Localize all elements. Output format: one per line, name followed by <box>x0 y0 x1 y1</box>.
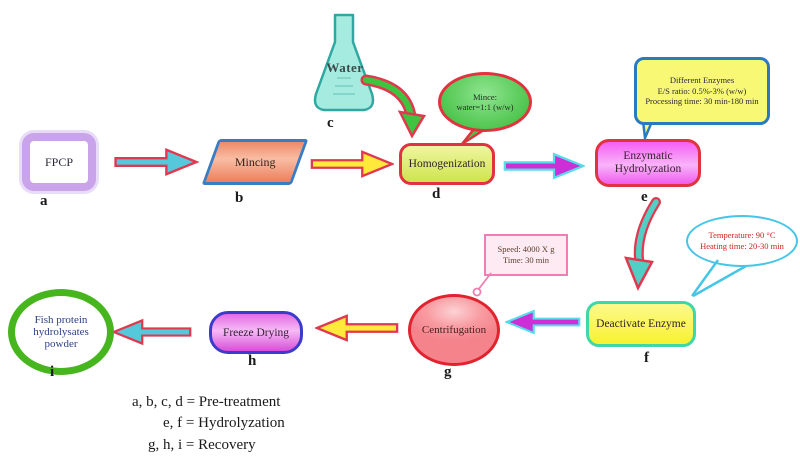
enzyme-callout-line1: Different Enzymes <box>669 75 735 86</box>
legend-pretreatment: a, b, c, d = Pre-treatment <box>132 394 281 410</box>
enzyme-callout: Different Enzymes E/S ratio: 0.5%-3% (w/… <box>634 57 770 125</box>
node-fpcp: FPCP <box>22 133 96 191</box>
node-mincing-text: Mincing <box>234 154 276 169</box>
arrow-h-to-i <box>112 318 192 346</box>
enzyme-callout-line3: Processing time: 30 min-180 min <box>645 96 759 107</box>
label-h: h <box>248 353 257 369</box>
temperature-callout-line1: Temperature: 90 °C <box>708 229 776 240</box>
node-fish-protein-powder: Fish protein hydrolysates powder <box>8 289 114 375</box>
node-centrifugation: Centrifugation <box>408 294 500 366</box>
label-b: b <box>235 190 244 206</box>
node-freeze-drying: Freeze Drying <box>209 311 303 354</box>
node-mincing: Mincing <box>201 139 309 185</box>
label-i: i <box>50 364 55 380</box>
speed-callout-line1: Speed: 4000 X g <box>497 243 555 254</box>
node-homogenization-text: Homogenization <box>408 158 486 170</box>
node-fish-text: Fish protein hydrolysates powder <box>33 313 89 351</box>
enzyme-callout-line2: E/S ratio: 0.5%-3% (w/w) <box>657 85 747 96</box>
curved-arrow-c-to-d <box>360 74 427 139</box>
speed-callout-line2: Time: 30 min <box>503 255 549 265</box>
arrow-g-to-h <box>315 314 399 342</box>
temperature-callout-tail <box>690 259 747 298</box>
label-e: e <box>641 189 648 205</box>
speed-callout: Speed: 4000 X g Time: 30 min <box>484 234 568 276</box>
label-f: f <box>644 350 649 366</box>
arrow-b-to-d <box>310 150 394 178</box>
arrow-d-to-e <box>503 152 585 180</box>
temperature-callout: Temperature: 90 °C Heating time: 20-30 m… <box>686 215 798 267</box>
node-freeze-text: Freeze Drying <box>222 326 290 339</box>
temperature-callout-line2: Heating time: 20-30 min <box>700 241 784 251</box>
node-water-text: Water <box>326 60 364 75</box>
legend-hydrolyzation: e, f = Hydrolyzation <box>163 415 285 431</box>
speed-callout-connector <box>472 272 492 297</box>
arrow-a-to-b <box>114 148 200 176</box>
label-c: c <box>327 115 334 131</box>
node-centrifugation-text: Centrifugation <box>421 324 487 336</box>
label-g: g <box>444 364 452 380</box>
mince-callout-line2: water=1:1 (w/w) <box>456 102 514 112</box>
node-homogenization: Homogenization <box>399 143 495 185</box>
mince-callout-line1: Mince: <box>472 91 498 102</box>
legend-recovery: g, h, i = Recovery <box>148 437 256 453</box>
node-enzymatic-text: Enzymatic Hydrolyzation <box>614 149 682 175</box>
node-deactivate-text: Deactivate Enzyme <box>596 318 686 330</box>
label-a: a <box>40 193 48 209</box>
water-flask-icon <box>313 13 375 112</box>
arrow-f-to-g <box>505 309 581 335</box>
mince-callout: Mince: water=1:1 (w/w) <box>438 72 532 132</box>
node-enzymatic-hydrolyzation: Enzymatic Hydrolyzation <box>595 139 701 187</box>
node-deactivate-enzyme: Deactivate Enzyme <box>586 301 696 347</box>
node-fpcp-text: FPCP <box>44 154 74 169</box>
label-d: d <box>432 186 441 202</box>
curved-arrow-e-to-f <box>624 197 661 291</box>
